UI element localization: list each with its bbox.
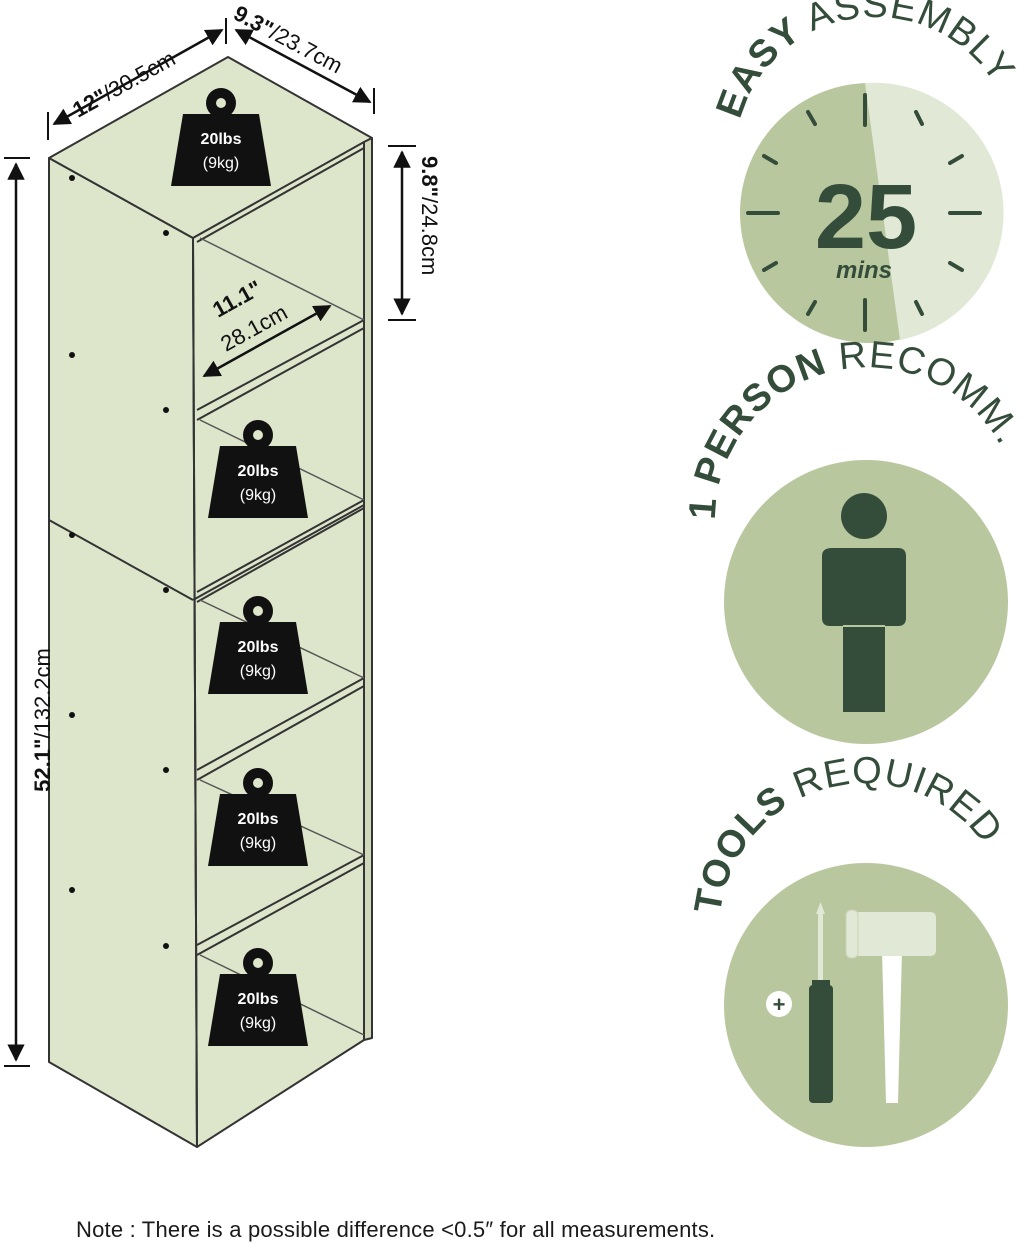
- assembly-unit: mins: [836, 257, 892, 284]
- weight-kg: (9kg): [240, 1015, 276, 1032]
- dimension-lines: [4, 18, 416, 1067]
- svg-text:52.1"/132.2cm: 52.1"/132.2cm: [30, 648, 55, 792]
- clock-icon: [865, 82, 1004, 340]
- weight-lbs: 20lbs: [238, 811, 279, 828]
- weight-kg: (9kg): [240, 663, 276, 680]
- screwdriver-icon: [809, 902, 833, 1103]
- shelf-height-label: 9.8"/24.8cm: [417, 156, 442, 275]
- weight-kg: (9kg): [240, 835, 276, 852]
- measurement-note: Note : There is a possible difference <0…: [76, 1217, 716, 1242]
- svg-text:9.8"/24.8cm: 9.8"/24.8cm: [417, 156, 442, 275]
- shelf-height-inches: 9.8": [417, 156, 442, 197]
- height-inches: 52.1": [30, 739, 55, 792]
- assembly-title-light: ASSEMBLY: [800, 0, 1023, 91]
- width-cm: /23.7cm: [266, 20, 347, 79]
- weight-tag-3: 20lbs (9kg): [208, 596, 308, 694]
- assembly-minutes: 25: [815, 166, 917, 268]
- screw-holes: [69, 175, 169, 949]
- person-icon: [822, 493, 906, 712]
- weight-lbs: 20lbs: [238, 991, 279, 1008]
- weight-lbs: 20lbs: [238, 463, 279, 480]
- weight-kg: (9kg): [203, 155, 239, 172]
- person-title-light: RECOMM.: [837, 334, 1024, 451]
- side-panel: [48, 157, 198, 1148]
- person-badge: 1 PERSON RECOMM.: [682, 334, 1024, 744]
- tools-badge: + TOOLS REQUIRED: [687, 750, 1010, 1147]
- assembly-title-bold: EASY: [709, 9, 809, 123]
- height-cm: /132.2cm: [30, 648, 55, 739]
- weight-lbs: 20lbs: [201, 131, 242, 148]
- height-label: 52.1"/132.2cm: [30, 648, 55, 792]
- weight-kg: (9kg): [240, 487, 276, 504]
- tools-title-light: REQUIRED: [787, 750, 1010, 851]
- assembly-badge: 25 mins EASY ASSEMBLY: [709, 0, 1023, 343]
- weight-tag-2: 20lbs (9kg): [208, 420, 308, 518]
- weight-tag-4: 20lbs (9kg): [208, 768, 308, 866]
- weight-lbs: 20lbs: [238, 639, 279, 656]
- plus-sign: +: [773, 992, 786, 1017]
- plus-icon: +: [766, 991, 792, 1017]
- shelf-height-cm: /24.8cm: [417, 197, 442, 275]
- back-edge: [363, 137, 373, 1041]
- bookshelf: [48, 56, 373, 1148]
- hammer-icon: [845, 909, 936, 1103]
- weight-tag-5: 20lbs (9kg): [208, 948, 308, 1046]
